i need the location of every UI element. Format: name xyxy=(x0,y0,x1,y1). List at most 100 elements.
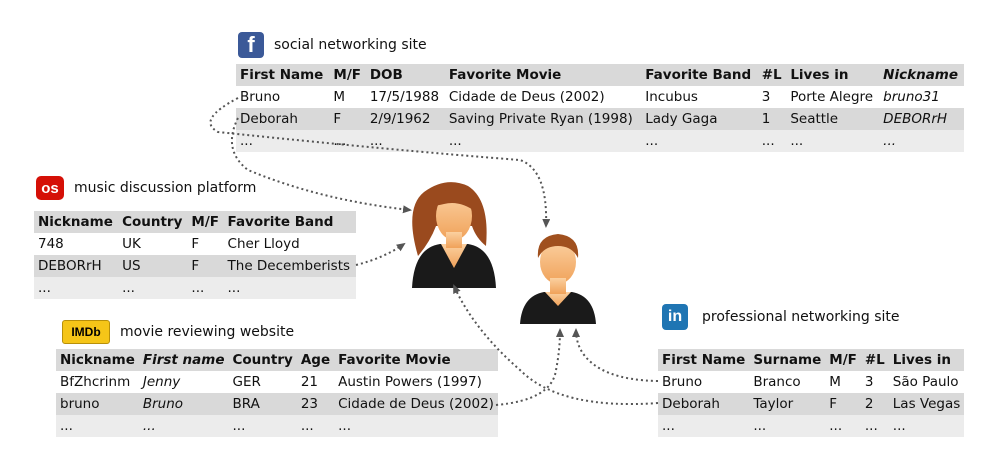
table-cell: ... xyxy=(38,280,51,296)
table-cell: 2/9/1962 xyxy=(369,111,431,127)
table-cell: F xyxy=(191,236,200,252)
table-cell: 21 xyxy=(300,374,319,390)
table-cell: Deborah xyxy=(240,111,298,127)
table-cell: Bruno xyxy=(240,89,281,105)
linkedin-title: professional networking site xyxy=(702,309,900,325)
column-header: Nickname xyxy=(38,214,113,230)
table-header-row: Nickname First name Country Age Favorite… xyxy=(56,349,498,371)
table-cell: Bruno xyxy=(142,396,184,412)
lastfm-title: music discussion platform xyxy=(74,180,257,196)
table-cell: M xyxy=(333,89,346,105)
table-cell: ... xyxy=(300,418,314,434)
facebook-header: f social networking site xyxy=(238,32,427,58)
table-cell: ... xyxy=(829,418,843,434)
facebook-icon: f xyxy=(238,32,264,58)
table-row: BfZhcrinm Jenny GER 21 Austin Powers (19… xyxy=(56,371,498,393)
table-row: Deborah Taylor F 2 Las Vegas xyxy=(658,393,965,415)
table-row: Deborah F 2/9/1962 Saving Private Ryan (… xyxy=(236,108,964,130)
table-cell: ... xyxy=(892,418,906,434)
link-linkedin-bruno xyxy=(572,328,659,382)
column-header: Nickname xyxy=(883,67,959,83)
imdb-icon: IMDb xyxy=(62,320,110,344)
table-cell: 3 xyxy=(864,374,874,390)
table-cell: UK xyxy=(122,236,141,252)
table-row: 748 UK F Cher Lloyd xyxy=(34,233,356,255)
table-cell: 3 xyxy=(761,89,771,105)
imdb-title: movie reviewing website xyxy=(120,324,295,340)
column-header: Country xyxy=(232,352,293,368)
facebook-title: social networking site xyxy=(274,37,427,53)
column-header: Nickname xyxy=(60,352,135,368)
table-cell: 23 xyxy=(300,396,319,412)
table-cell: ... xyxy=(761,133,775,149)
table-cell: ... xyxy=(240,133,253,149)
table-cell: The Decemberists xyxy=(227,258,351,274)
link-facebook-bruno xyxy=(209,97,551,228)
column-header: Favorite Band xyxy=(227,214,334,230)
link-facebook-deborah xyxy=(230,117,412,214)
table-cell: Deborah xyxy=(662,396,720,412)
table-row: ... ... ... ... ... xyxy=(658,415,965,437)
linkedin-header: in professional networking site xyxy=(662,304,900,330)
column-header: M/F xyxy=(333,67,362,83)
table-cell: ... xyxy=(753,418,767,434)
table-row: Bruno Branco M 3 São Paulo xyxy=(658,371,964,393)
column-header: #L xyxy=(761,67,782,83)
table-cell: Porte Alegre xyxy=(790,89,874,105)
table-cell: F xyxy=(191,258,200,274)
identity-links xyxy=(209,97,659,406)
column-header: M/F xyxy=(191,214,219,230)
table-cell: ... xyxy=(232,418,246,434)
lastfm-icon: os xyxy=(36,176,64,200)
column-header: First name xyxy=(142,352,225,368)
table-cell: ... xyxy=(142,418,156,434)
column-header: Favorite Band xyxy=(645,67,752,83)
table-cell: Cidade de Deus (2002) xyxy=(338,396,494,412)
table-cell: F xyxy=(829,396,838,412)
table-cell: Incubus xyxy=(645,89,698,105)
table-row: Bruno M 17/5/1988 Cidade de Deus (2002) … xyxy=(236,86,964,108)
table-cell: ... xyxy=(790,133,804,149)
table-cell: Lady Gaga xyxy=(645,111,718,127)
linkedin-table: First Name Surname M/F #L Lives in Bruno… xyxy=(658,349,965,437)
column-header: Favorite Movie xyxy=(448,67,562,83)
link-lastfm-deborah xyxy=(355,242,406,266)
table-cell: ... xyxy=(448,133,462,149)
table-cell: GER xyxy=(232,374,261,390)
table-cell: bruno31 xyxy=(883,89,940,105)
table-cell: ... xyxy=(645,133,659,149)
table-row: ... ... ... ... xyxy=(34,277,356,299)
column-header: #L xyxy=(864,352,885,368)
table-cell: São Paulo xyxy=(892,374,959,390)
table-cell: US xyxy=(122,258,141,274)
column-header: M/F xyxy=(829,352,857,368)
table-cell: ... xyxy=(338,418,351,434)
column-header: First Name xyxy=(240,67,324,83)
table-cell: BfZhcrinm xyxy=(60,374,131,390)
column-header: Age xyxy=(300,352,331,368)
table-cell: Cher Lloyd xyxy=(227,236,300,252)
column-header: Surname xyxy=(753,352,822,368)
link-imdb-bruno xyxy=(495,328,564,406)
table-cell: ... xyxy=(60,418,73,434)
table-cell: Jenny xyxy=(142,374,181,390)
lastfm-table: Nickname Country M/F Favorite Band 748 U… xyxy=(34,211,356,299)
table-cell: 17/5/1988 xyxy=(369,89,440,105)
linkedin-icon: in xyxy=(662,304,688,330)
table-cell: ... xyxy=(122,280,135,296)
table-cell: ... xyxy=(662,418,675,434)
table-cell: 1 xyxy=(761,111,771,127)
link-linkedin-deborah xyxy=(453,284,659,406)
column-header: Favorite Movie xyxy=(338,352,451,368)
column-header: DOB xyxy=(369,67,403,83)
table-row: ... ... ... ... ... ... ... ... xyxy=(236,130,964,152)
table-row: bruno Bruno BRA 23 Cidade de Deus (2002) xyxy=(56,393,498,415)
male-user-icon xyxy=(520,234,596,324)
table-cell: ... xyxy=(864,418,878,434)
table-cell: 2 xyxy=(864,396,874,412)
table-cell: M xyxy=(829,374,841,390)
table-cell: Cidade de Deus (2002) xyxy=(448,89,605,105)
table-row: ... ... ... ... ... xyxy=(56,415,498,437)
table-row: DEBORrH US F The Decemberists xyxy=(34,255,356,277)
